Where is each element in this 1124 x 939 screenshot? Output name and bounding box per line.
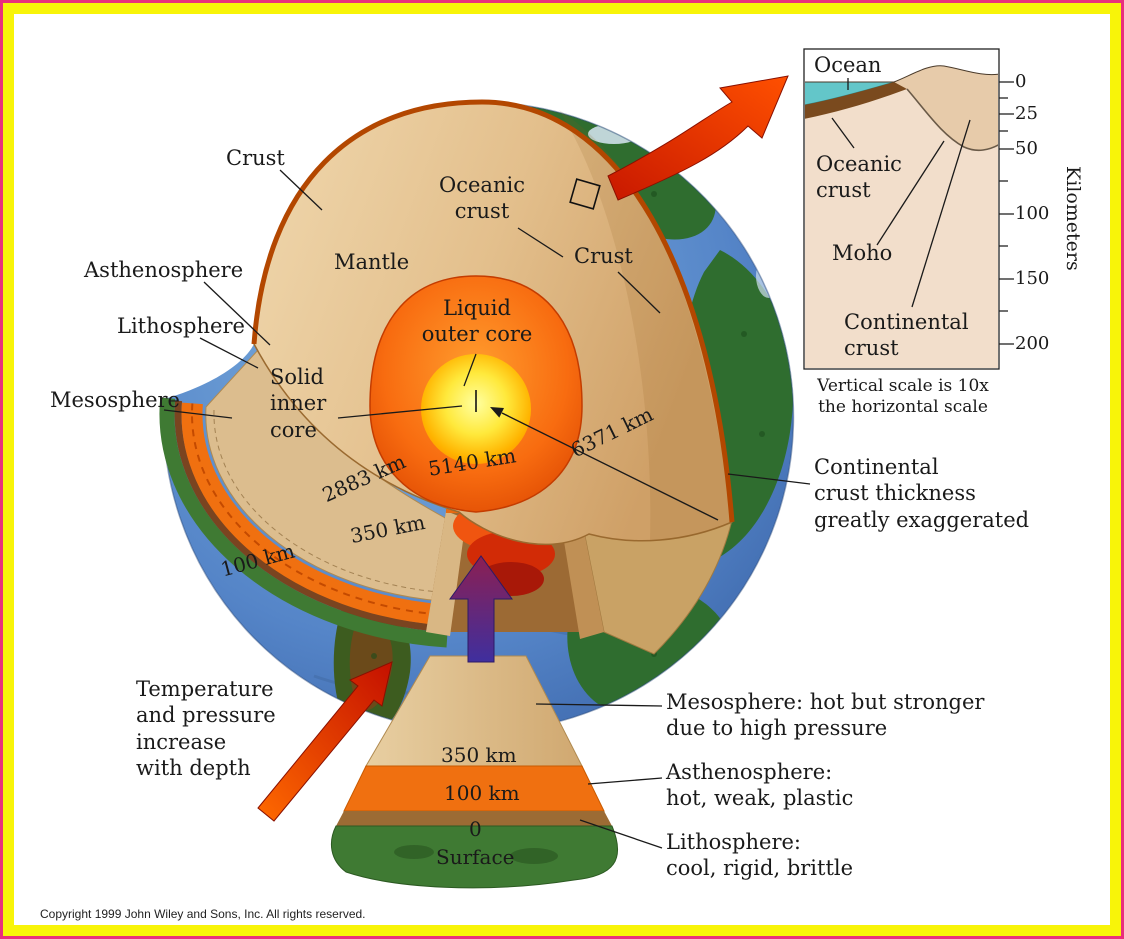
- cut-ledge-rings: [159, 397, 449, 648]
- magnify-arrow-icon: [607, 75, 789, 201]
- label-wedge-350: 350 km: [441, 743, 517, 767]
- extracted-wedge: [330, 655, 619, 889]
- tick-label-100: 100: [1015, 203, 1050, 224]
- label-wedge-surface: Surface: [436, 845, 515, 869]
- leader-lines: [163, 78, 971, 849]
- scale-ticks: [999, 81, 1014, 345]
- label-mesosphere: Mesosphere: [50, 388, 180, 412]
- label-crust-right: Crust: [574, 244, 633, 268]
- label-liquid-outer-core: Liquid outer core: [421, 296, 533, 347]
- earth-interior-figure: Crust Oceanic crust Mantle Crust Astheno…: [14, 14, 1110, 925]
- sample-region-marker: [569, 178, 601, 210]
- label-wedge-100: 100 km: [444, 781, 520, 805]
- label-lithosphere: Lithosphere: [117, 314, 245, 338]
- label-lithosphere-note: Lithosphere: cool, rigid, brittle: [666, 830, 854, 881]
- label-solid-inner-core: Solid inner core: [270, 365, 327, 442]
- copyright-text: Copyright 1999 John Wiley and Sons, Inc.…: [40, 907, 366, 921]
- label-mesosphere-note: Mesosphere: hot but stronger due to high…: [666, 690, 985, 741]
- tick-label-50: 50: [1015, 138, 1038, 159]
- label-temperature-note: Temperature and pressure increase with d…: [136, 677, 276, 781]
- label-kilometers-axis: Kilometers: [1061, 166, 1084, 271]
- label-inset-moho: Moho: [832, 241, 893, 265]
- upwelling-arrow-icon: [449, 555, 513, 663]
- earth-cutaway-illustration: [159, 48, 1014, 889]
- radius-arrow: [490, 407, 719, 521]
- tick-label-25: 25: [1015, 103, 1038, 124]
- label-oceanic-crust: Oceanic crust: [439, 173, 525, 224]
- mantle-dome-shading: [559, 110, 732, 541]
- cut-plane-dashed-line: [213, 409, 439, 593]
- label-mantle: Mantle: [334, 250, 410, 274]
- label-crust-left: Crust: [226, 146, 285, 170]
- label-wedge-0: 0: [469, 817, 482, 841]
- label-inset-ocean: Ocean: [814, 53, 882, 77]
- label-inset-caption: Vertical scale is 10x the horizontal sca…: [817, 376, 989, 418]
- tick-label-150: 150: [1015, 268, 1050, 289]
- globe-outline: [162, 101, 795, 733]
- label-asthenosphere-note: Asthenosphere: hot, weak, plastic: [666, 760, 854, 811]
- tick-label-200: 200: [1015, 333, 1050, 354]
- label-inset-continental-crust: Continental crust: [844, 310, 969, 361]
- label-asthenosphere: Asthenosphere: [84, 258, 244, 282]
- crust-rim: [251, 99, 735, 523]
- label-inset-oceanic-crust: Oceanic crust: [816, 152, 902, 203]
- temperature-arrow-icon: [257, 661, 393, 822]
- tick-label-0: 0: [1015, 71, 1027, 92]
- inset-cross-section: [803, 48, 1014, 370]
- right-cut-face: [579, 510, 733, 655]
- figure-frame: Crust Oceanic crust Mantle Crust Astheno…: [3, 3, 1121, 936]
- label-continental-note: Continental crust thickness greatly exag…: [814, 455, 1030, 532]
